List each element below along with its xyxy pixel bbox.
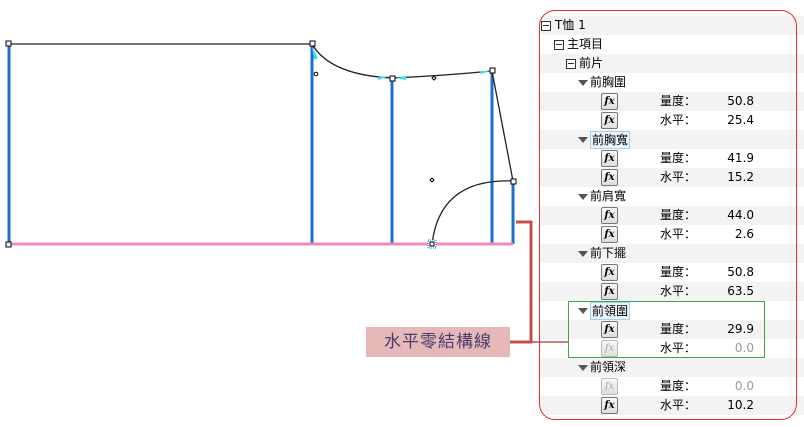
fx-formula-button[interactable]: fx	[601, 169, 618, 186]
param-row: fx 水平： 63.5	[540, 282, 804, 301]
expand-triangle-icon[interactable]	[578, 137, 588, 143]
tree-root-label: T恤 1	[555, 18, 586, 32]
tree-group[interactable]: 前胸寬	[540, 130, 804, 149]
param-row: fx 量度： 41.9	[540, 149, 804, 168]
group-label: 前胸寬	[590, 131, 631, 149]
param-value[interactable]: 50.8	[727, 265, 754, 279]
param-row: fx 水平： 0.0	[540, 339, 804, 358]
tree-group[interactable]: 前肩寬	[540, 187, 804, 206]
param-row: fx 量度： 50.8	[540, 92, 804, 111]
tree-group[interactable]: 前領圍	[540, 301, 804, 320]
expand-triangle-icon[interactable]	[578, 251, 588, 257]
blue-guide-lines	[7, 44, 515, 244]
fx-formula-button[interactable]: fx	[601, 93, 618, 110]
param-value[interactable]: 2.6	[734, 227, 754, 241]
collapse-icon[interactable]	[566, 59, 576, 69]
param-value[interactable]: 15.2	[727, 170, 754, 184]
param-label: 水平：	[660, 227, 697, 241]
param-row: fx 水平： 25.4	[540, 111, 804, 130]
tree-node-root[interactable]: T恤 1	[540, 16, 804, 35]
param-label: 水平：	[660, 113, 697, 127]
param-label: 量度：	[660, 322, 697, 336]
fx-formula-button[interactable]: fx	[601, 226, 618, 243]
control-points[interactable]	[5, 40, 517, 249]
tree-node-main[interactable]: 主項目	[540, 35, 804, 54]
tree-group[interactable]: 前領深	[540, 358, 804, 377]
fx-formula-button[interactable]: fx	[601, 378, 618, 395]
fx-formula-button[interactable]: fx	[601, 397, 618, 414]
group-label: 前領圍	[590, 302, 631, 320]
param-row: fx 量度： 29.9	[540, 320, 804, 339]
param-row: fx 量度： 50.8	[540, 263, 804, 282]
callout-label: 水平零結構線	[366, 327, 510, 357]
collapse-icon[interactable]	[554, 40, 564, 50]
param-value[interactable]: 0.0	[734, 341, 754, 355]
param-row: fx 水平： 2.6	[540, 225, 804, 244]
param-value[interactable]: 10.2	[727, 398, 754, 412]
param-value[interactable]: 25.4	[727, 113, 754, 127]
param-value[interactable]: 63.5	[727, 284, 754, 298]
fx-formula-button[interactable]: fx	[601, 207, 618, 224]
expand-triangle-icon[interactable]	[578, 308, 588, 314]
param-label: 水平：	[660, 170, 697, 184]
param-label: 水平：	[660, 341, 697, 355]
group-label: 前胸圍	[590, 75, 627, 89]
group-label: 前下擺	[590, 246, 627, 260]
param-value[interactable]: 50.8	[727, 94, 754, 108]
tree-group[interactable]: 前下擺	[540, 244, 804, 263]
tree-main-label: 主項目	[567, 37, 604, 51]
fx-formula-button[interactable]: fx	[601, 283, 618, 300]
expand-triangle-icon[interactable]	[578, 365, 588, 371]
param-value[interactable]: 44.0	[727, 208, 754, 222]
param-row: fx 水平： 15.2	[540, 168, 804, 187]
fx-formula-button[interactable]: fx	[601, 340, 618, 357]
group-label: 前領深	[590, 360, 627, 374]
fx-formula-button[interactable]: fx	[601, 321, 618, 338]
param-row: fx 量度： 44.0	[540, 206, 804, 225]
callout-leader	[510, 220, 533, 344]
curve-handles[interactable]	[312, 47, 490, 80]
param-label: 量度：	[660, 208, 697, 222]
collapse-icon[interactable]	[541, 21, 551, 31]
tree-node-piece[interactable]: 前片	[540, 54, 804, 73]
group-label: 前肩寬	[590, 189, 627, 203]
param-label: 量度：	[660, 151, 697, 165]
param-label: 量度：	[660, 379, 697, 393]
fx-formula-button[interactable]: fx	[601, 264, 618, 281]
pattern-outline[interactable]	[9, 43, 514, 245]
expand-triangle-icon[interactable]	[578, 80, 588, 86]
param-value[interactable]: 29.9	[727, 322, 754, 336]
fx-formula-button[interactable]: fx	[601, 150, 618, 167]
param-label: 量度：	[660, 265, 697, 279]
expand-triangle-icon[interactable]	[578, 194, 588, 200]
fx-formula-button[interactable]: fx	[601, 112, 618, 129]
param-label: 量度：	[660, 94, 697, 108]
param-value[interactable]: 41.9	[727, 151, 754, 165]
tree-group[interactable]: 前胸圍	[540, 73, 804, 92]
param-label: 水平：	[660, 284, 697, 298]
param-value[interactable]: 0.0	[734, 379, 754, 393]
tree-piece-label: 前片	[579, 56, 604, 70]
param-row: fx 量度： 0.0	[540, 377, 804, 396]
param-label: 水平：	[660, 398, 697, 412]
param-row: fx 水平： 10.2	[540, 396, 804, 415]
